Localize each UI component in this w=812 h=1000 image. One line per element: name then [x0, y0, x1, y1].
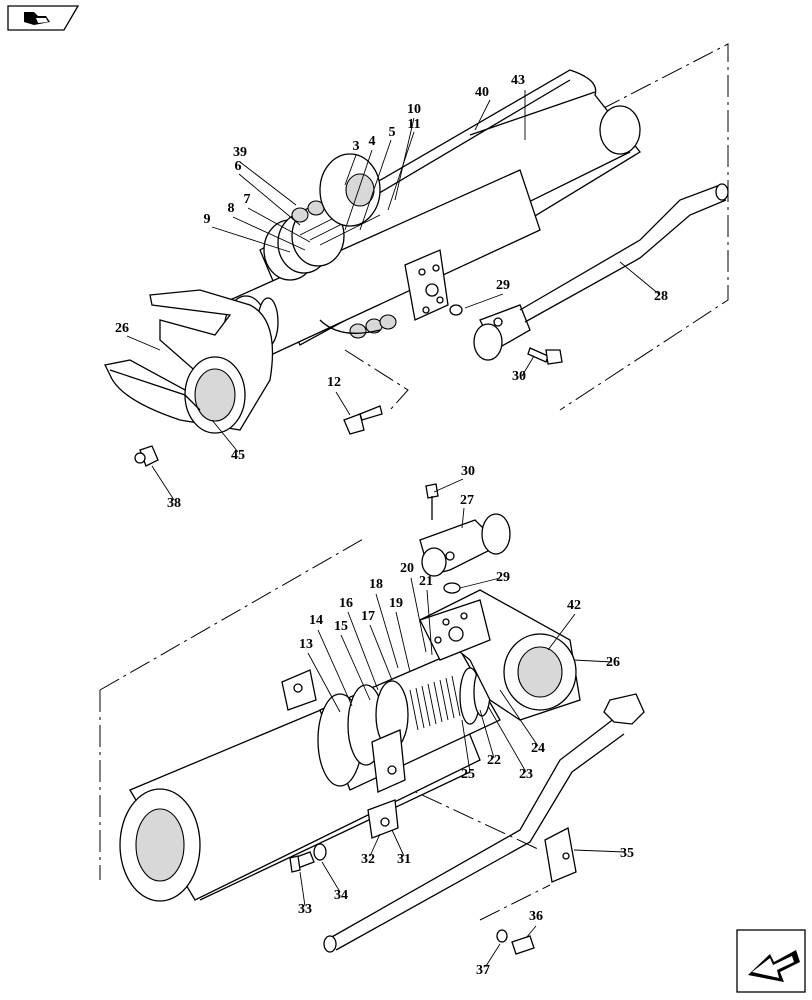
callout-c29a[interactable]: 29 — [496, 278, 510, 293]
callout-c30b[interactable]: 30 — [461, 464, 475, 479]
callout-c3[interactable]: 3 — [353, 139, 360, 154]
callout-c10[interactable]: 10 — [407, 102, 421, 117]
callout-c21[interactable]: 21 — [419, 574, 433, 589]
callout-c43[interactable]: 43 — [511, 73, 525, 88]
callout-c4[interactable]: 4 — [369, 134, 376, 149]
callout-c39[interactable]: 39 — [233, 145, 247, 160]
callout-c38[interactable]: 38 — [167, 496, 181, 511]
callout-labels: 4043101154339678929282630124538302729202… — [115, 73, 668, 978]
callout-c15[interactable]: 15 — [334, 619, 348, 634]
callout-c17[interactable]: 17 — [361, 609, 375, 624]
callout-c27[interactable]: 27 — [460, 493, 474, 508]
callout-c24[interactable]: 24 — [531, 741, 545, 756]
callout-c9[interactable]: 9 — [204, 212, 211, 227]
callout-c33[interactable]: 33 — [298, 902, 312, 917]
callout-c26a[interactable]: 26 — [115, 321, 129, 336]
callout-c8[interactable]: 8 — [228, 201, 235, 216]
callout-c7[interactable]: 7 — [244, 192, 251, 207]
callout-c18[interactable]: 18 — [369, 577, 383, 592]
callout-c28[interactable]: 28 — [654, 289, 668, 304]
callout-c25[interactable]: 25 — [461, 767, 475, 782]
callout-c16[interactable]: 16 — [339, 596, 353, 611]
callout-c30a[interactable]: 30 — [512, 369, 526, 384]
next-page-arrow-icon[interactable] — [736, 929, 806, 993]
callout-c37[interactable]: 37 — [476, 963, 490, 978]
callout-c12[interactable]: 12 — [327, 375, 341, 390]
callout-c11[interactable]: 11 — [407, 117, 420, 132]
callout-c6[interactable]: 6 — [235, 159, 242, 174]
callout-c31[interactable]: 31 — [397, 852, 411, 867]
callout-c34[interactable]: 34 — [334, 888, 348, 903]
callout-c29b[interactable]: 29 — [496, 570, 510, 585]
callout-c13[interactable]: 13 — [299, 637, 313, 652]
lower-cylinder-assembly — [99, 478, 645, 967]
callout-c40[interactable]: 40 — [475, 85, 489, 100]
callout-c26b[interactable]: 26 — [606, 655, 620, 670]
callout-c22[interactable]: 22 — [487, 753, 501, 768]
callout-c23[interactable]: 23 — [519, 767, 533, 782]
callout-c19[interactable]: 19 — [389, 596, 403, 611]
callout-c14[interactable]: 14 — [309, 613, 323, 628]
callout-c32[interactable]: 32 — [361, 852, 375, 867]
callout-c36[interactable]: 36 — [529, 909, 543, 924]
callout-c20[interactable]: 20 — [400, 561, 414, 576]
callout-c42[interactable]: 42 — [567, 598, 581, 613]
callout-c45[interactable]: 45 — [231, 448, 245, 463]
callout-c5[interactable]: 5 — [389, 125, 396, 140]
callout-c35[interactable]: 35 — [620, 846, 634, 861]
book-nav-icon[interactable] — [7, 5, 80, 31]
upper-cylinder-assembly — [104, 43, 729, 501]
